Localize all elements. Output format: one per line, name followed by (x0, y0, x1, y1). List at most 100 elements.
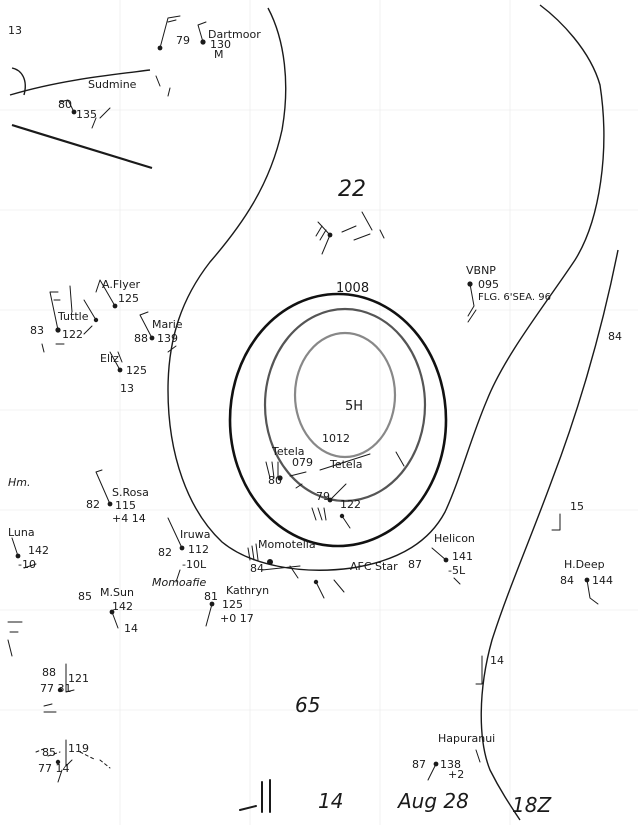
svg-text:Hm.: Hm. (8, 476, 30, 489)
station-afc-star: AFC Star 87 (313, 558, 422, 599)
station-dartmoor: Dartmoor 79 130 M (176, 21, 261, 61)
svg-text:81: 81 (204, 590, 218, 603)
svg-text:119: 119 (68, 742, 89, 755)
svg-text:-10L: -10L (182, 558, 207, 571)
svg-text:Momotella: Momotella (258, 538, 316, 551)
isobar-label-outer: 1008 (336, 281, 369, 296)
svg-text:80: 80 (268, 474, 282, 487)
svg-text:Tetela: Tetela (271, 445, 305, 458)
svg-text:122: 122 (62, 328, 83, 341)
footer-chart-no: 14 (318, 789, 343, 813)
svg-text:84: 84 (560, 574, 574, 587)
isobar-label-inner: 1012 (322, 432, 350, 445)
svg-text:+4 14: +4 14 (112, 512, 146, 525)
boundary-line-lower (11, 123, 153, 170)
svg-text:FLG. 6'SEA. 96: FLG. 6'SEA. 96 (478, 292, 551, 303)
isobar-1012 (293, 331, 397, 459)
svg-text:Helicon: Helicon (434, 532, 475, 545)
station-tetela-east: Tetela 79 122 (316, 451, 405, 511)
station-tetela-west: Tetela 80 079 (265, 445, 313, 489)
svg-text:Momoafie: Momoafie (152, 576, 207, 589)
svg-text:Tetela: Tetela (329, 458, 363, 471)
station-lower-left-2: 85 119 77 14 (35, 739, 111, 783)
area-label-north: 22 (338, 177, 366, 202)
station-east-15: 15 (551, 500, 584, 531)
trough-line-right (480, 249, 619, 821)
svg-text:138: 138 (440, 758, 461, 771)
svg-text:-5L: -5L (448, 564, 466, 577)
svg-text:M.Sun: M.Sun (100, 586, 134, 599)
station-iruwa: Iruwa 82 112 -10L (158, 517, 210, 583)
outer-isobar (167, 4, 605, 571)
station-upper-barb (155, 15, 181, 97)
svg-text:H.Deep: H.Deep (564, 558, 605, 571)
svg-text:Tuttle: Tuttle (57, 310, 89, 323)
svg-text:125: 125 (222, 598, 243, 611)
area-label-south: 65 (295, 693, 320, 717)
svg-text:82: 82 (86, 498, 100, 511)
svg-text:87: 87 (408, 558, 422, 571)
edge-label-right: 84 (608, 330, 622, 343)
svg-text:142: 142 (28, 544, 49, 557)
station-marie: Marie 88 139 (134, 311, 183, 353)
svg-text:15: 15 (570, 500, 584, 513)
svg-text:079: 079 (292, 456, 313, 469)
center-label: 5H (345, 399, 363, 414)
svg-text:122: 122 (340, 498, 361, 511)
svg-text:121: 121 (68, 672, 89, 685)
station-helicon: Helicon 141 -5L (431, 532, 475, 585)
boundary-line-upper (9, 69, 151, 96)
svg-text:79: 79 (316, 490, 330, 503)
svg-text:141: 141 (452, 550, 473, 563)
svg-text:S.Rosa: S.Rosa (112, 486, 149, 499)
footer-time: 18Z (512, 793, 552, 817)
isobar-1008 (228, 292, 448, 548)
svg-text:125: 125 (118, 292, 139, 305)
svg-text:M: M (214, 48, 224, 61)
station-momotella: Momotella 84 (247, 538, 316, 579)
svg-text:+0 17: +0 17 (220, 612, 254, 625)
station-vbnp: VBNP 095 FLG. 6'SEA. 96 (466, 264, 551, 323)
svg-text:79: 79 (176, 34, 190, 47)
svg-text:130: 130 (210, 38, 231, 51)
svg-text:Iruwa: Iruwa (180, 528, 210, 541)
station-tetela-south (311, 507, 351, 529)
chart-footer: 14 Aug 28 18Z (239, 779, 552, 817)
svg-text:87: 87 (412, 758, 426, 771)
svg-text:85: 85 (42, 746, 56, 759)
svg-text:82: 82 (158, 546, 172, 559)
svg-text:139: 139 (157, 332, 178, 345)
svg-text:14: 14 (124, 622, 138, 635)
svg-text:125: 125 (126, 364, 147, 377)
station-s-rosa: S.Rosa 82 115 +4 14 (86, 469, 149, 525)
svg-text:84: 84 (250, 562, 264, 575)
svg-text:Dartmoor: Dartmoor (208, 28, 261, 41)
edge-label-top-left: 13 (8, 24, 22, 37)
svg-text:-10: -10 (18, 558, 36, 571)
station-north-cluster (315, 211, 385, 255)
station-lower-left-1: 88 121 77 31 (40, 663, 89, 713)
svg-text:112: 112 (188, 543, 209, 556)
station-tuttle-east (83, 299, 99, 335)
svg-text:Marie: Marie (152, 318, 183, 331)
station-hapuranui: Hapuranui 87 138 +2 (412, 732, 495, 781)
station-kathryn: Kathryn 81 125 +0 17 (204, 584, 269, 627)
footer-date: Aug 28 (396, 789, 469, 813)
svg-text:115: 115 (115, 499, 136, 512)
isobar-mid (263, 307, 427, 503)
svg-text:83: 83 (30, 324, 44, 337)
svg-text:AFC Star: AFC Star (350, 560, 398, 573)
svg-text:095: 095 (478, 278, 499, 291)
svg-text:85: 85 (78, 590, 92, 603)
svg-text:142: 142 (112, 600, 133, 613)
svg-text:Hapuranui: Hapuranui (438, 732, 495, 745)
station-luna: Luna 142 -10 (8, 526, 49, 571)
svg-text:Sudmine: Sudmine (88, 78, 137, 91)
station-sudmine: Sudmine 80 135 (58, 78, 137, 129)
svg-text:13: 13 (120, 382, 134, 395)
svg-text:77 31: 77 31 (40, 682, 72, 695)
station-tuttle: Tuttle 83 122 (30, 285, 89, 353)
svg-text:Eliz: Eliz (100, 352, 119, 365)
svg-text:80: 80 (58, 98, 72, 111)
